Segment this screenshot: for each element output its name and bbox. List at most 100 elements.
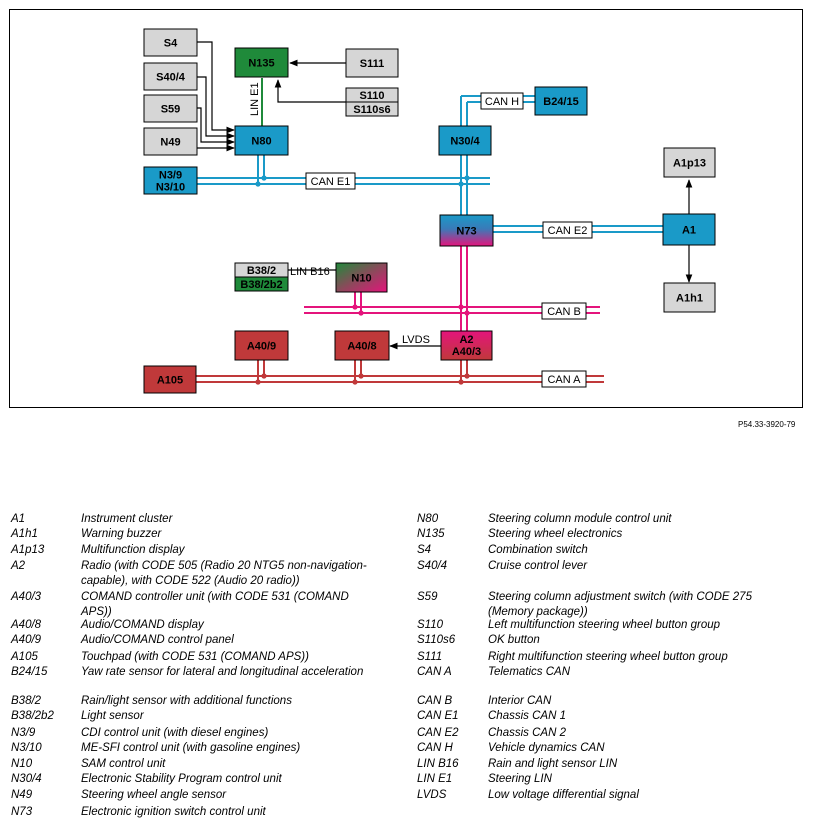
legend-code: S110s6 bbox=[417, 634, 456, 646]
legend-desc: Right multifunction steering wheel butto… bbox=[488, 651, 728, 663]
figure-reference: P54.33-3920-79 bbox=[738, 420, 796, 429]
label-lin-b16: LIN B16 bbox=[290, 266, 330, 278]
box-N73: N73 bbox=[439, 214, 494, 247]
legend-code: A2 bbox=[11, 560, 26, 572]
svg-text:S59: S59 bbox=[161, 104, 181, 116]
legend-code: N73 bbox=[11, 806, 33, 818]
legend-code: N49 bbox=[11, 789, 33, 801]
svg-text:N10: N10 bbox=[351, 273, 371, 285]
signal-lines bbox=[197, 41, 693, 350]
svg-text:A105: A105 bbox=[157, 375, 183, 387]
box-B38-2b2: B38/2b2 bbox=[234, 276, 289, 292]
legend-desc: Touchpad (with CODE 531 (COMAND APS)) bbox=[81, 651, 309, 663]
legend-desc: Audio/COMAND control panel bbox=[81, 634, 234, 646]
svg-text:A40/8: A40/8 bbox=[347, 341, 376, 353]
svg-text:N80: N80 bbox=[251, 136, 271, 148]
legend-code: N80 bbox=[417, 513, 439, 525]
svg-text:B24/15: B24/15 bbox=[543, 96, 578, 108]
legend-desc: Warning buzzer bbox=[81, 528, 162, 540]
svg-text:N49: N49 bbox=[160, 137, 180, 149]
box-S59: S59 bbox=[143, 94, 198, 123]
legend-desc: Steering column adjustment switch (with … bbox=[488, 591, 752, 618]
legend-desc: Light sensor bbox=[81, 710, 144, 722]
svg-text:CAN E2: CAN E2 bbox=[548, 225, 588, 237]
legend-code: S40/4 bbox=[417, 560, 448, 572]
legend-code: S4 bbox=[417, 544, 432, 556]
legend-code: S111 bbox=[417, 651, 443, 663]
box-N135: N135 bbox=[234, 47, 289, 78]
legend-code: B38/2 bbox=[11, 695, 42, 707]
can-e1-junctions bbox=[255, 175, 470, 187]
box-S40-4: S40/4 bbox=[143, 62, 198, 91]
label-can-b: CAN B bbox=[541, 302, 587, 320]
box-A2: A2 A40/3 bbox=[440, 330, 493, 361]
svg-text:S110s6: S110s6 bbox=[353, 104, 390, 116]
legend-desc: CDI control unit (with diesel engines) bbox=[81, 727, 269, 739]
box-A40-9: A40/9 bbox=[234, 330, 289, 361]
svg-text:A40/3: A40/3 bbox=[452, 346, 481, 358]
box-A105: A105 bbox=[143, 365, 197, 394]
legend-desc: SAM control unit bbox=[81, 758, 166, 770]
svg-text:N135: N135 bbox=[248, 58, 274, 70]
legend-code: N10 bbox=[11, 758, 33, 770]
svg-text:B38/2: B38/2 bbox=[247, 265, 276, 277]
svg-text:N73: N73 bbox=[456, 226, 476, 238]
label-can-e2: CAN E2 bbox=[542, 221, 593, 239]
legend-code: LIN B16 bbox=[417, 758, 459, 770]
legend-code: B24/15 bbox=[11, 666, 48, 678]
legend-code: B38/2b2 bbox=[11, 710, 54, 722]
svg-text:S4: S4 bbox=[164, 38, 178, 50]
legend-code: CAN A bbox=[417, 666, 452, 678]
box-S110s6: S110s6 bbox=[345, 101, 399, 117]
box-S111: S111 bbox=[345, 48, 399, 78]
box-N30-4: N30/4 bbox=[438, 125, 492, 156]
label-lin-e1: LIN E1 bbox=[249, 82, 261, 116]
legend-desc: COMAND controller unit (with CODE 531 (C… bbox=[81, 591, 349, 618]
legend-desc: Left multifunction steering wheel button… bbox=[488, 619, 721, 631]
svg-text:A1p13: A1p13 bbox=[673, 158, 706, 170]
legend-desc: Chassis CAN 1 bbox=[488, 710, 566, 722]
svg-text:N3/10: N3/10 bbox=[156, 182, 185, 194]
box-B38-2: B38/2 bbox=[234, 262, 289, 278]
legend-code: N30/4 bbox=[11, 773, 42, 785]
svg-text:S110: S110 bbox=[359, 90, 384, 102]
box-B24-15: B24/15 bbox=[534, 86, 588, 116]
legend-code: CAN B bbox=[417, 695, 453, 707]
svg-text:A2: A2 bbox=[459, 334, 473, 346]
svg-text:A1h1: A1h1 bbox=[676, 293, 703, 305]
label-can-h: CAN H bbox=[480, 92, 524, 110]
box-A40-8: A40/8 bbox=[334, 330, 390, 361]
legend-desc: Vehicle dynamics CAN bbox=[488, 742, 605, 754]
legend-desc: Steering column module control unit bbox=[488, 513, 672, 525]
svg-text:N3/9: N3/9 bbox=[159, 170, 182, 182]
legend-code: N3/10 bbox=[11, 742, 42, 754]
svg-text:S40/4: S40/4 bbox=[156, 72, 186, 84]
legend-desc: Combination switch bbox=[488, 544, 588, 556]
legend-code: A1h1 bbox=[11, 528, 38, 540]
legend-code: S110 bbox=[417, 619, 444, 631]
legend-desc: ME-SFI control unit (with gasoline engin… bbox=[81, 742, 301, 754]
label-can-a: CAN A bbox=[541, 370, 587, 388]
legend-desc: Electronic ignition switch control unit bbox=[81, 806, 266, 818]
svg-text:CAN A: CAN A bbox=[547, 374, 581, 386]
box-N10: N10 bbox=[335, 262, 388, 293]
legend-code: CAN E1 bbox=[417, 710, 459, 722]
legend-desc: Steering LIN bbox=[488, 773, 552, 785]
legend-desc: Interior CAN bbox=[488, 695, 552, 707]
box-A1: A1 bbox=[662, 213, 716, 246]
legend-code: A40/8 bbox=[11, 619, 42, 631]
network-diagram: S4 S40/4 S59 N49 N135 S111 S110 S110s6 N… bbox=[9, 9, 803, 408]
can-b-junctions bbox=[352, 304, 470, 316]
legend-desc: Steering wheel electronics bbox=[488, 528, 623, 540]
svg-text:CAN B: CAN B bbox=[547, 306, 581, 318]
legend-code: N3/9 bbox=[11, 727, 36, 739]
legend-code: A105 bbox=[11, 651, 38, 663]
legend-desc: Chassis CAN 2 bbox=[488, 727, 566, 739]
legend-desc: Yaw rate sensor for lateral and longitud… bbox=[81, 666, 364, 678]
legend-desc: Electronic Stability Program control uni… bbox=[81, 773, 282, 785]
legend-desc: Telematics CAN bbox=[488, 666, 571, 678]
box-N80: N80 bbox=[234, 125, 289, 156]
legend-desc: OK button bbox=[488, 634, 540, 646]
legend-desc: Cruise control lever bbox=[488, 560, 588, 572]
svg-text:S111: S111 bbox=[360, 58, 384, 70]
